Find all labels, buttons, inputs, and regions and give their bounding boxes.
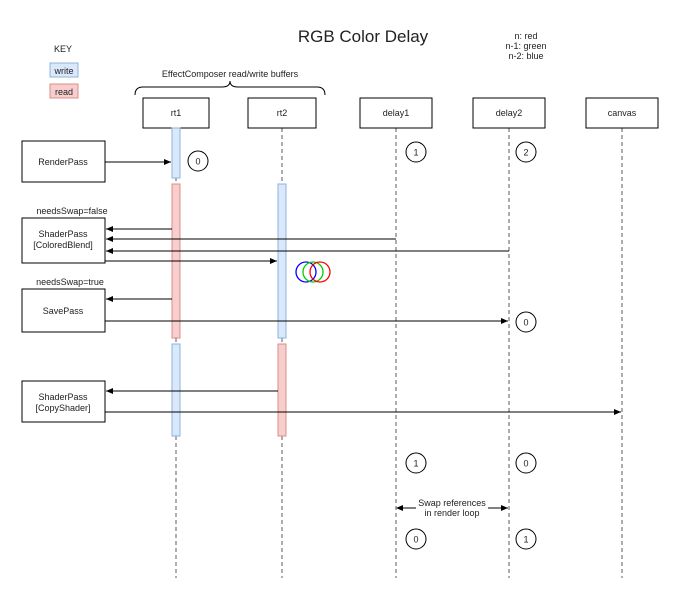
lane-rt1: rt1: [142, 97, 210, 129]
swap-label-line-2: in render loop: [424, 508, 479, 518]
key-title: KEY: [54, 44, 72, 54]
lane-delay1-label: delay1: [383, 108, 410, 118]
key-write-swatch: [49, 62, 79, 78]
lane-delay1: delay1: [359, 97, 433, 129]
rt2-read-bar: [277, 343, 287, 437]
needs-swap-false-label: needsSwap=false: [36, 206, 107, 216]
lane-canvas-label: canvas: [608, 108, 637, 118]
render-pass-label: RenderPass: [38, 157, 88, 167]
rgb-ring-2: [309, 261, 331, 283]
copy-pass-label-2: [CopyShader]: [35, 403, 90, 413]
lane-delay2: delay2: [472, 97, 546, 129]
svg-text:1: 1: [523, 535, 528, 545]
curly-brace: [134, 80, 326, 96]
render-pass-box: RenderPass: [21, 140, 106, 183]
rgb-rings-icon: [295, 261, 331, 283]
needs-swap-true-label: needsSwap=true: [36, 277, 104, 287]
lane-canvas: canvas: [585, 97, 659, 129]
blend-pass-box: ShaderPass [ColoredBlend]: [21, 217, 106, 264]
key-read-swatch: [49, 83, 79, 99]
lane-rt2-label: rt2: [277, 108, 288, 118]
brace-label: EffectComposer read/write buffers: [162, 69, 299, 79]
svg-text:0: 0: [195, 157, 200, 167]
save-pass-box: SavePass: [21, 288, 106, 333]
marker-delay2-start: 2: [515, 141, 537, 163]
rgb-ring-0: [295, 261, 317, 283]
rgb-ring-1: [302, 261, 324, 283]
marker-delay1-after: 1: [405, 452, 427, 474]
key-read-label: read: [55, 87, 73, 97]
rt2-write-bar: [277, 183, 287, 339]
legend-note-line-3: n-2: blue: [508, 51, 543, 61]
lane-rt1-label: rt1: [171, 108, 182, 118]
blend-pass-label-1: ShaderPass: [38, 229, 88, 239]
copy-pass-label-1: ShaderPass: [38, 392, 88, 402]
lane-rt2: rt2: [247, 97, 317, 129]
copy-pass-box: ShaderPass [CopyShader]: [21, 380, 106, 423]
marker-delay2-save: 0: [515, 311, 537, 333]
svg-text:0: 0: [523, 318, 528, 328]
svg-text:0: 0: [413, 535, 418, 545]
rt1-write-bar-1: [171, 127, 181, 179]
svg-text:1: 1: [413, 148, 418, 158]
legend-note-line-2: n-1: green: [505, 41, 546, 51]
swap-label-bg: [416, 497, 488, 519]
lane-delay2-label: delay2: [496, 108, 523, 118]
rt1-write-bar-2: [171, 343, 181, 437]
swap-label-line-1: Swap references: [418, 498, 486, 508]
marker-delay2-after: 0: [515, 452, 537, 474]
marker-delay1-swapped: 0: [405, 528, 427, 550]
legend-note-line-1: n: red: [514, 31, 537, 41]
save-pass-label: SavePass: [43, 306, 84, 316]
buffers-brace: EffectComposer read/write buffers: [134, 69, 326, 96]
key-write-label: write: [53, 66, 73, 76]
marker-delay1-start: 1: [405, 141, 427, 163]
svg-text:1: 1: [413, 459, 418, 469]
marker-rt1-start: 0: [187, 150, 209, 172]
svg-text:0: 0: [523, 459, 528, 469]
marker-delay2-swapped: 1: [515, 528, 537, 550]
key-legend: KEY write read: [49, 44, 79, 99]
diagram-title: RGB Color Delay: [298, 27, 429, 46]
svg-text:2: 2: [523, 148, 528, 158]
blend-pass-label-2: [ColoredBlend]: [33, 240, 93, 250]
color-legend-note: n: red n-1: green n-2: blue: [505, 31, 546, 61]
